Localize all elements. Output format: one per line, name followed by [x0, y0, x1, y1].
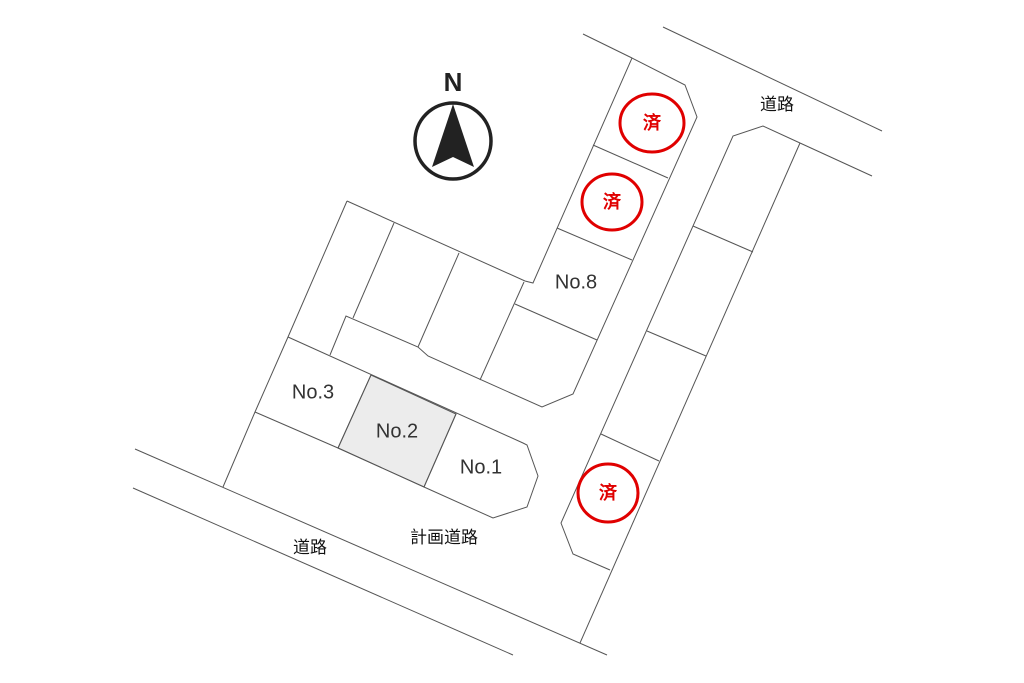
lot-divider — [600, 433, 660, 462]
lot-divider — [692, 225, 754, 253]
lot-divider — [417, 252, 460, 348]
road-label-top-right: 道路 — [760, 95, 794, 115]
road-line — [582, 33, 633, 59]
lot-boundary — [579, 142, 801, 644]
lot-no3-label[interactable]: No.3 — [292, 381, 334, 403]
north-arrow-icon: N — [413, 67, 493, 181]
road-line — [662, 26, 883, 132]
lot-no2-label[interactable]: No.2 — [376, 420, 418, 442]
lot-divider — [556, 227, 633, 261]
lot-divider — [352, 222, 395, 319]
sold-stamp-icon: 済 — [576, 462, 640, 524]
lot-divider — [592, 144, 669, 179]
sold-mark: 済 — [603, 191, 622, 213]
lot-boundary — [254, 336, 539, 519]
north-label: N — [444, 67, 463, 97]
sold-stamp-icon: 済 — [618, 92, 686, 154]
lot-no1-label[interactable]: No.1 — [460, 456, 502, 478]
lot-no8-label[interactable]: No.8 — [555, 271, 597, 293]
lot-divider — [337, 374, 372, 449]
lot-boundary — [329, 57, 698, 408]
lot-divider — [479, 281, 525, 381]
lot-boundary — [560, 125, 801, 571]
road-line — [132, 487, 514, 656]
lot-divider — [423, 413, 457, 488]
road-label-bottom: 道路 — [293, 538, 327, 558]
sold-mark: 済 — [599, 482, 618, 504]
sold-mark: 済 — [643, 112, 662, 134]
lot-boundary — [222, 200, 348, 488]
lot-divider — [646, 330, 707, 357]
road-line — [134, 448, 608, 656]
lot-divider — [514, 303, 598, 341]
sold-stamp-icon: 済 — [580, 172, 644, 232]
planned-road-label: 計画道路 — [410, 528, 478, 548]
road-line — [799, 142, 873, 177]
